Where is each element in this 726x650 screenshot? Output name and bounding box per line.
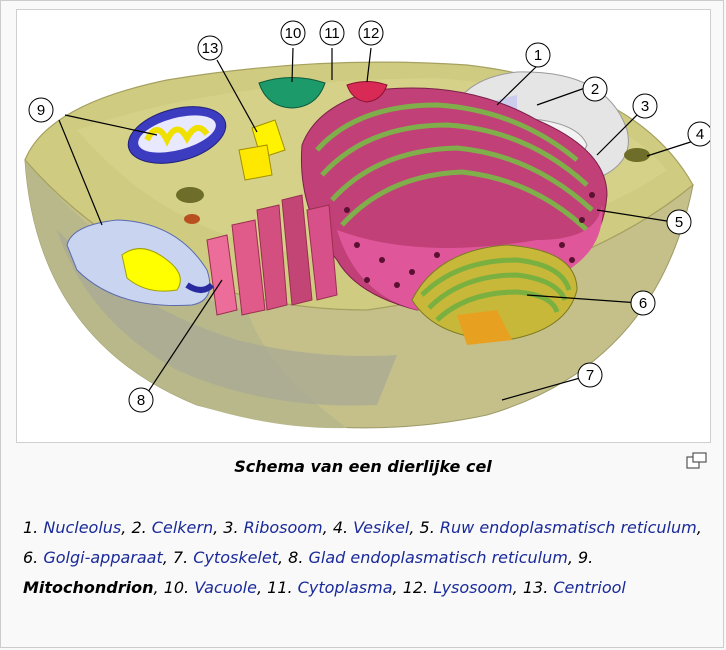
legend-separator: , — [213, 518, 223, 537]
legend-number: 9. — [578, 548, 593, 567]
svg-text:8: 8 — [137, 392, 145, 409]
callout-7: 7 — [578, 363, 602, 387]
cell-diagram-svg: 1 2 3 4 5 6 7 8 9 10 11 12 13 — [17, 10, 710, 442]
vesicle[interactable] — [624, 148, 650, 162]
legend-link[interactable]: Glad endoplasmatisch reticulum — [309, 548, 568, 567]
legend-link[interactable]: Lysosoom — [433, 578, 512, 597]
legend-link[interactable]: Centriool — [553, 578, 625, 597]
legend-separator: , — [409, 518, 419, 537]
svg-text:1: 1 — [534, 47, 542, 64]
legend-text: 1. Nucleolus, 2. Celkern, 3. Ribosoom, 4… — [23, 513, 713, 603]
cell-diagram[interactable]: 1 2 3 4 5 6 7 8 9 10 11 12 13 — [16, 9, 711, 443]
svg-text:3: 3 — [641, 98, 649, 115]
callout-8: 8 — [129, 388, 153, 412]
callout-2: 2 — [583, 77, 607, 101]
legend-separator: , — [568, 548, 578, 567]
legend-separator: , — [121, 518, 131, 537]
legend-separator: , — [393, 578, 403, 597]
legend-link[interactable]: Vesikel — [353, 518, 409, 537]
legend-link[interactable]: Cytoskelet — [193, 548, 278, 567]
legend-separator: , — [323, 518, 333, 537]
svg-text:9: 9 — [37, 102, 45, 119]
callout-3: 3 — [633, 94, 657, 118]
svg-text:7: 7 — [586, 367, 594, 384]
svg-text:10: 10 — [285, 25, 302, 42]
callout-10: 10 — [281, 21, 305, 45]
figure-caption: Schema van een dierlijke cel — [1, 457, 725, 476]
svg-text:4: 4 — [696, 126, 704, 143]
svg-text:2: 2 — [591, 81, 599, 98]
legend-separator: , — [257, 578, 267, 597]
svg-text:13: 13 — [202, 40, 219, 57]
legend-separator: , — [278, 548, 288, 567]
callout-5: 5 — [667, 210, 691, 234]
legend-separator: , — [697, 518, 702, 537]
enlarge-icon[interactable] — [686, 452, 708, 470]
legend-separator: , — [513, 578, 523, 597]
legend-separator: , — [163, 548, 173, 567]
callout-4: 4 — [688, 122, 710, 146]
legend-link[interactable]: Celkern — [152, 518, 213, 537]
legend-number: 3. — [223, 518, 243, 537]
legend-number: 11. — [267, 578, 298, 597]
callout-9: 9 — [29, 98, 53, 122]
legend-number: 13. — [523, 578, 554, 597]
svg-text:11: 11 — [324, 25, 340, 42]
legend-link[interactable]: Golgi-apparaat — [43, 548, 162, 567]
legend-link[interactable]: Cytoplasma — [298, 578, 393, 597]
legend-number: 7. — [173, 548, 193, 567]
legend-number: 2. — [131, 518, 151, 537]
legend-link[interactable]: Ribosoom — [244, 518, 323, 537]
callout-13: 13 — [198, 36, 222, 60]
legend-number: 12. — [403, 578, 434, 597]
svg-text:6: 6 — [639, 295, 647, 312]
vesicle-red — [184, 214, 200, 224]
vesicle-small — [176, 187, 204, 203]
callout-11: 11 — [320, 21, 344, 45]
callout-1: 1 — [526, 43, 550, 67]
legend-number: 6. — [23, 548, 43, 567]
legend-link[interactable]: Ruw endoplasmatisch reticulum — [440, 518, 697, 537]
svg-text:12: 12 — [363, 25, 380, 42]
legend-number: 5. — [420, 518, 440, 537]
callout-12: 12 — [359, 21, 383, 45]
svg-text:5: 5 — [675, 214, 683, 231]
legend-link[interactable]: Nucleolus — [43, 518, 121, 537]
legend-link[interactable]: Vacuole — [194, 578, 257, 597]
legend-number: 10. — [164, 578, 195, 597]
legend-separator: , — [154, 578, 164, 597]
legend-number: 1. — [23, 518, 43, 537]
callout-6: 6 — [631, 291, 655, 315]
legend-number: 8. — [288, 548, 308, 567]
legend-number: 4. — [333, 518, 353, 537]
legend-current-item: Mitochondrion — [23, 578, 154, 597]
